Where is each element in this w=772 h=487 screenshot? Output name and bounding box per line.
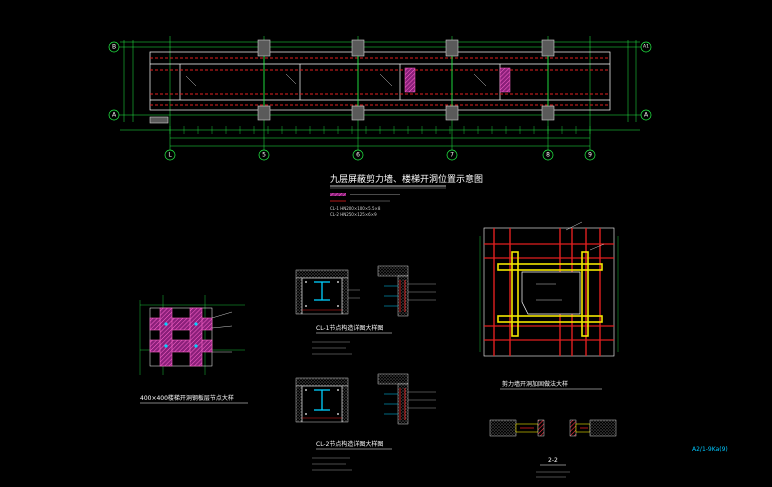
axis-bubble-right-A: A	[640, 109, 652, 121]
column-detail-title: 400×400楼梯开洞钢板层节点大样	[140, 394, 234, 402]
svg-text:A1: A1	[643, 44, 649, 50]
svg-text:A: A	[644, 112, 649, 119]
svg-text:B: B	[112, 44, 116, 51]
axis-bubble-right-A1: A1	[640, 41, 652, 53]
svg-text:9: 9	[588, 152, 592, 159]
svg-text:7: 7	[450, 152, 454, 159]
axis-bubble-6: 6	[352, 149, 364, 161]
shear-wall-detail-title: 剪力墙开洞加固做法大样	[502, 380, 568, 388]
plan-title: 九层屏蔽剪力墙、楼梯开洞位置示意图	[330, 173, 483, 185]
cl2-detail: CL-2节点构造详图大样图	[295, 373, 436, 471]
axis-bubble-8: 8	[542, 149, 554, 161]
axis-bubble-L: L	[164, 149, 176, 161]
cl2-detail-title: CL-2节点构造详图大样图	[316, 440, 383, 448]
axis-bubble-left-B: B	[108, 41, 120, 53]
svg-text:8: 8	[546, 152, 550, 159]
svg-text:5: 5	[262, 152, 266, 159]
section-title: 2-2	[548, 457, 558, 464]
legend-line-cl1: CL-1 HN200×100×5.5×8	[330, 206, 381, 211]
floor-plan: L 5 6 7 8 9 B A	[108, 36, 652, 161]
corner-sheet-note: A2/1-9Ka(9)	[692, 446, 728, 453]
plan-title-block: 九层屏蔽剪力墙、楼梯开洞位置示意图 CL-1 HN200×100×5.5×8 C…	[330, 173, 483, 217]
section-2-2: 2-2	[489, 419, 617, 478]
axis-bubble-7: 7	[446, 149, 458, 161]
legend-line-cl2: CL-2 HN250×125×6×9	[330, 212, 377, 217]
shear-wall-detail: 剪力墙开洞加固做法大样	[479, 221, 619, 390]
column-detail: 400×400楼梯开洞钢板层节点大样	[139, 295, 248, 404]
axis-bubble-9: 9	[584, 149, 596, 161]
axis-bubble-left-A: A	[108, 109, 120, 121]
axis-bubble-5: 5	[258, 149, 270, 161]
cl1-detail: CL-1节点构造详图大样图	[295, 265, 436, 355]
cl1-detail-title: CL-1节点构造详图大样图	[316, 324, 383, 332]
svg-text:6: 6	[356, 152, 360, 159]
svg-text:L: L	[168, 152, 172, 159]
svg-text:A: A	[112, 112, 117, 119]
